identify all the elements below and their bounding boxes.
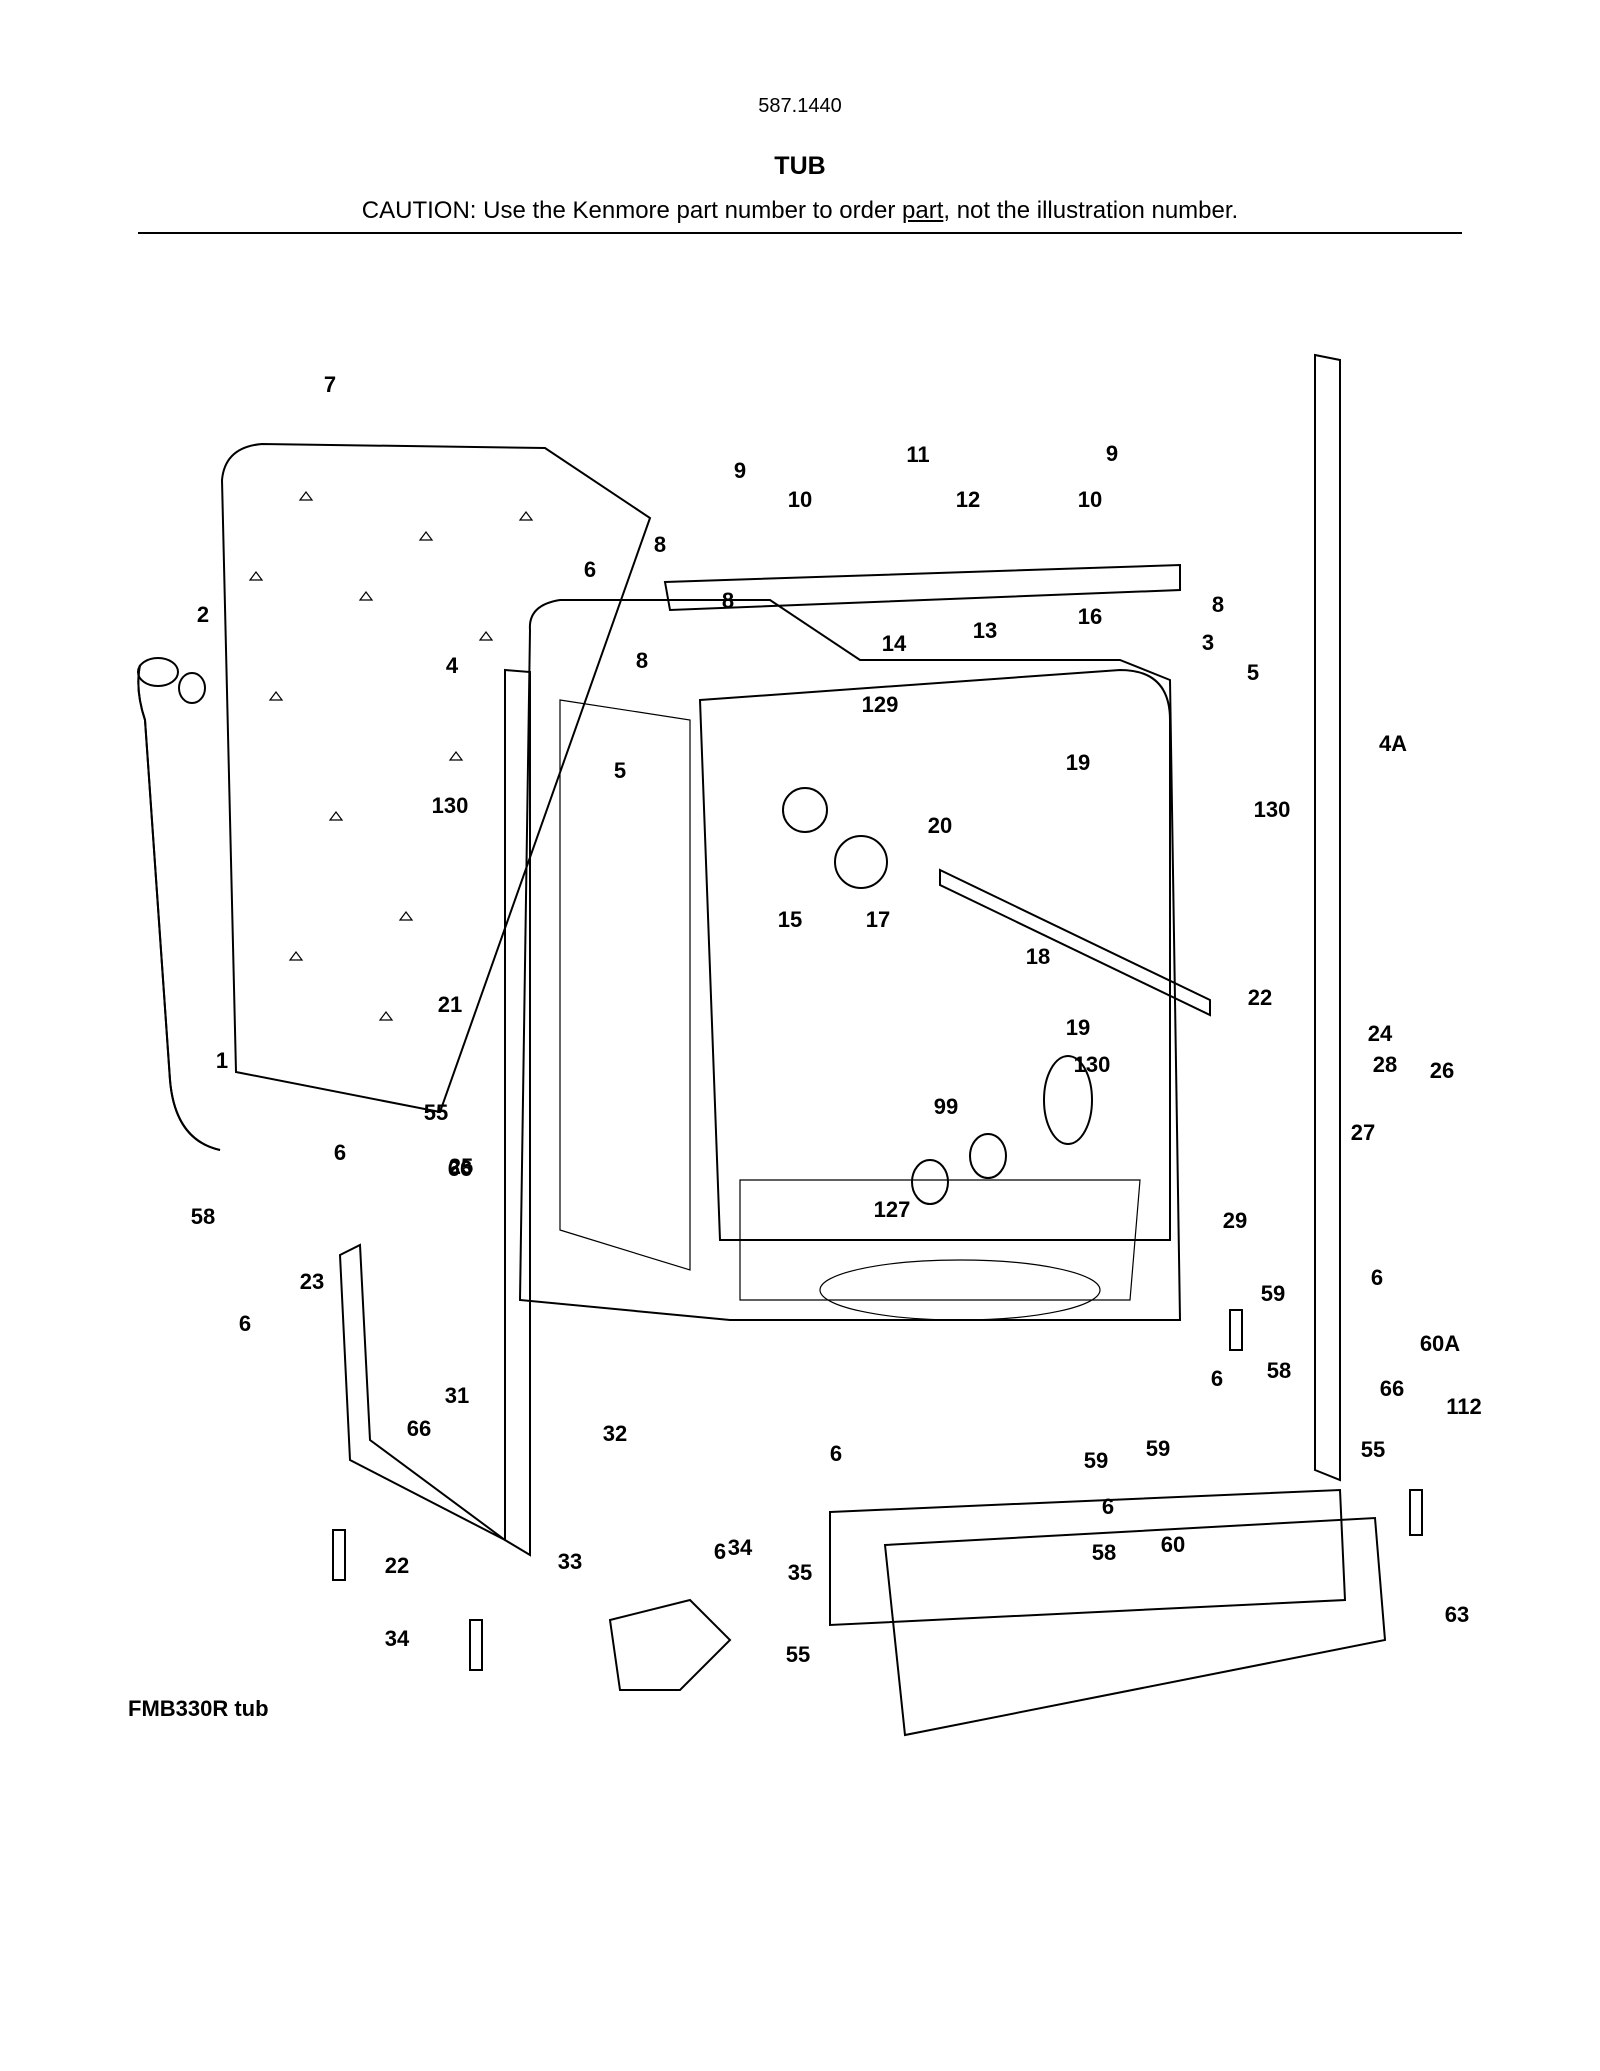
callout-59: 59 <box>1146 1436 1170 1461</box>
callout-18: 18 <box>1026 944 1050 969</box>
callout-17: 17 <box>866 907 890 932</box>
callout-5: 5 <box>614 758 626 783</box>
callout-1: 1 <box>216 1048 228 1073</box>
callout-55: 55 <box>424 1100 448 1125</box>
callout-31: 31 <box>445 1383 469 1408</box>
callout-20: 20 <box>928 813 952 838</box>
callout-4A: 4A <box>1379 731 1407 756</box>
callout-66: 66 <box>448 1156 472 1181</box>
left-side-panel <box>504 668 531 1557</box>
callout-58: 58 <box>191 1204 215 1229</box>
model-number: 587.1440 <box>758 95 842 117</box>
callout-6: 6 <box>334 1140 346 1165</box>
callout-7: 7 <box>324 372 336 397</box>
callout-2: 2 <box>197 602 209 627</box>
callout-60A: 60A <box>1420 1331 1460 1356</box>
diagram-caption: FMB330R tub <box>128 1696 269 1721</box>
callout-9: 9 <box>1106 441 1118 466</box>
callout-24: 24 <box>1368 1021 1393 1046</box>
callout-55: 55 <box>1361 1437 1385 1462</box>
callout-27: 27 <box>1351 1120 1375 1145</box>
callout-130: 130 <box>1074 1052 1111 1077</box>
front-frame <box>338 1243 506 1541</box>
callout-99: 99 <box>934 1094 958 1119</box>
callout-130: 130 <box>1254 797 1291 822</box>
right-side-panel <box>1314 353 1341 1482</box>
callout-6: 6 <box>584 557 596 582</box>
callout-6: 6 <box>830 1441 842 1466</box>
filter-assembly <box>911 1159 949 1205</box>
callout-58: 58 <box>1267 1358 1291 1383</box>
callout-127: 127 <box>874 1197 911 1222</box>
callout-35: 35 <box>788 1560 812 1585</box>
callout-12: 12 <box>956 487 980 512</box>
section-title: TUB <box>774 152 826 180</box>
callout-6: 6 <box>1211 1366 1223 1391</box>
callout-6: 6 <box>1102 1494 1114 1519</box>
callout-33: 33 <box>558 1549 582 1574</box>
callout-10: 10 <box>1078 487 1102 512</box>
callout-5: 5 <box>1247 660 1259 685</box>
callout-60: 60 <box>1161 1532 1185 1557</box>
callout-112: 112 <box>1446 1394 1482 1419</box>
callout-66: 66 <box>407 1416 431 1441</box>
callout-19: 19 <box>1066 750 1090 775</box>
callout-10: 10 <box>788 487 812 512</box>
kick-plate-inner <box>829 1488 1347 1627</box>
callout-8: 8 <box>722 588 734 613</box>
hose-clamp-ring <box>178 672 206 704</box>
callout-29: 29 <box>1223 1208 1247 1233</box>
caution-note: CAUTION: Use the Kenmore part number to … <box>0 197 1600 225</box>
callout-14: 14 <box>882 631 907 656</box>
caution-link[interactable]: part <box>902 197 944 224</box>
callout-28: 28 <box>1373 1052 1397 1077</box>
callout-55: 55 <box>786 1642 810 1667</box>
callout-15: 15 <box>778 907 802 932</box>
callout-22: 22 <box>385 1553 409 1578</box>
callout-8: 8 <box>654 532 666 557</box>
callout-19: 19 <box>1066 1015 1090 1040</box>
callout-22: 22 <box>1248 985 1272 1010</box>
rack-rail <box>939 868 1211 1017</box>
callout-23: 23 <box>300 1269 324 1294</box>
water-valve <box>608 1598 732 1691</box>
callout-34: 34 <box>385 1626 410 1651</box>
callout-11: 11 <box>906 442 929 467</box>
callout-21: 21 <box>438 992 462 1017</box>
callout-130: 130 <box>432 793 469 818</box>
top-frame-rail <box>663 563 1181 612</box>
leveling-leg-left <box>332 1529 346 1581</box>
callout-25: 25 <box>449 1154 473 1179</box>
callout-129: 129 <box>862 692 899 717</box>
callout-59: 59 <box>1261 1281 1285 1306</box>
callout-3: 3 <box>1202 630 1214 655</box>
callout-4: 4 <box>446 653 459 678</box>
callout-59: 59 <box>1084 1448 1108 1473</box>
callout-6: 6 <box>239 1311 251 1336</box>
callout-34: 34 <box>728 1535 753 1560</box>
callout-16: 16 <box>1078 604 1102 629</box>
caution-prefix: CAUTION: Use the Kenmore part number to … <box>361 197 902 224</box>
insulation-blanket <box>220 442 652 1114</box>
callout-13: 13 <box>973 618 997 643</box>
callout-9: 9 <box>734 458 746 483</box>
callout-6: 6 <box>1371 1265 1383 1290</box>
caution-suffix: , not the illustration number. <box>943 197 1239 224</box>
callout-66: 66 <box>1380 1376 1404 1401</box>
callout-63: 63 <box>1445 1602 1469 1627</box>
wash-arm-hub <box>834 835 888 889</box>
callout-8: 8 <box>636 648 648 673</box>
callout-58: 58 <box>1092 1540 1116 1565</box>
tub-body <box>518 599 1211 1321</box>
callout-6: 6 <box>714 1539 726 1564</box>
callout-32: 32 <box>603 1421 627 1446</box>
callout-8: 8 <box>1212 592 1224 617</box>
kick-plate-outer <box>883 1516 1387 1737</box>
header-divider <box>138 232 1462 234</box>
callout-26: 26 <box>1430 1058 1454 1083</box>
